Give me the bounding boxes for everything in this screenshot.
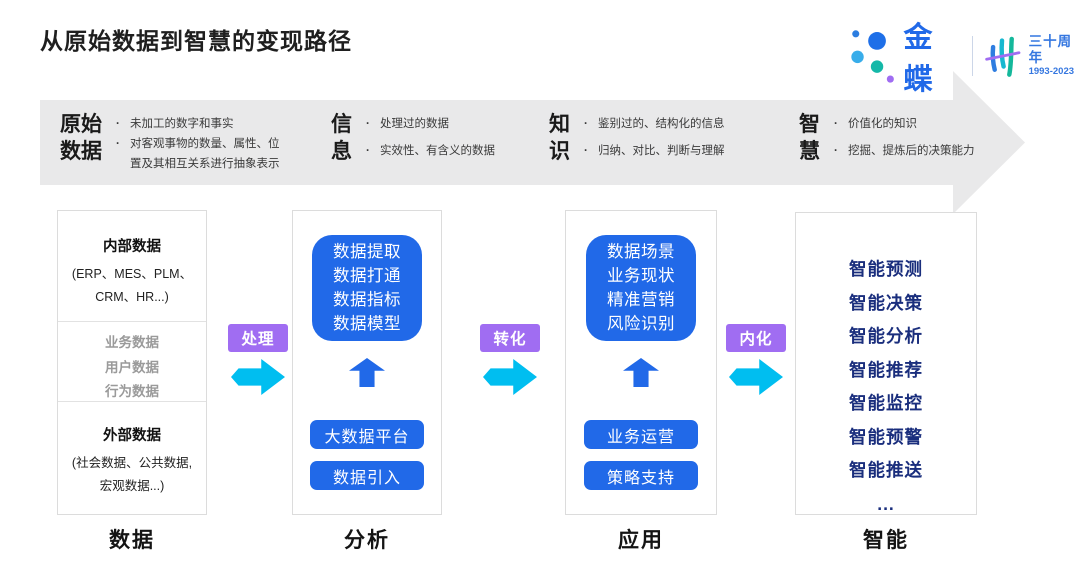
data-column-box: 内部数据 (ERP、MES、PLM、 CRM、HR...) 业务数据 用户数据 … xyxy=(57,210,207,515)
intelligence-item: 智能监控 xyxy=(849,393,923,413)
anniversary-text: 三十周年 1993-2023 xyxy=(1028,34,1075,78)
intelligence-item: 智能推送 xyxy=(849,460,923,480)
data-type-item: 业务数据 xyxy=(105,335,159,350)
internalize-label: 内化 xyxy=(726,324,786,352)
up-arrow-icon xyxy=(623,358,659,387)
bullet-item: ·鉴别过的、结构化的信息 xyxy=(584,118,725,130)
data-type-item: 用户数据 xyxy=(105,359,159,375)
right-arrow-icon xyxy=(483,359,537,395)
external-data-section: 外部数据 (社会数据、公共数据, 宏观数据...) xyxy=(58,401,206,498)
right-arrow-icon xyxy=(231,359,285,395)
big-data-platform-pill: 大数据平台 xyxy=(310,420,424,449)
application-core-item: 业务现状 xyxy=(607,267,675,285)
flow-transform: 转化 xyxy=(479,324,541,395)
footer-label-data: 数据 xyxy=(109,529,155,552)
flow-process: 处理 xyxy=(227,324,289,395)
bullet-item: ·处理过的数据 xyxy=(366,118,449,130)
bullet-item: ·未加工的数字和事实 xyxy=(116,118,234,130)
analysis-core-item: 数据指标 xyxy=(333,291,401,309)
footer-label-intelligence: 智能 xyxy=(863,529,909,552)
stage-raw-data: 原始 数据 ·未加工的数字和事实 ·对客观事物的数量、属性、位置及其相互关系进行… xyxy=(60,111,288,174)
application-core-item: 数据场景 xyxy=(607,243,675,261)
application-column-box: 数据场景 业务现状 精准营销 风险识别 业务运营 策略支持 xyxy=(565,210,717,515)
intelligence-item: 智能预测 xyxy=(849,259,923,279)
analysis-core-item: 数据提取 xyxy=(333,243,401,261)
stage-information: 信 息 ·处理过的数据 ·实效性、有含义的数据 xyxy=(331,111,544,165)
right-arrow-icon xyxy=(729,359,783,395)
stage-knowledge: 知 识 ·鉴别过的、结构化的信息 ·归纳、对比、判断与理解 xyxy=(549,111,780,165)
bullet-item: ·实效性、有含义的数据 xyxy=(366,145,495,157)
data-type-item: 行为数据 xyxy=(105,384,159,399)
kingdee-logo: 金蝶 三十周年 1993-2023 xyxy=(846,14,1080,98)
page-title: 从原始数据到智慧的变现路径 xyxy=(40,28,352,54)
external-data-title: 外部数据 xyxy=(103,428,161,444)
business-operation-pill: 业务运营 xyxy=(584,420,698,449)
intelligence-item: 智能预警 xyxy=(849,426,923,447)
internal-data-section: 内部数据 (ERP、MES、PLM、 CRM、HR...) xyxy=(58,211,206,321)
footer-label-analysis: 分析 xyxy=(344,529,390,552)
intelligence-item: 智能决策 xyxy=(849,292,923,313)
intelligence-item: 智能推荐 xyxy=(849,359,923,380)
kingdee-dots-icon xyxy=(851,30,894,83)
analysis-core-item: 数据模型 xyxy=(333,315,401,333)
strategy-support-pill: 策略支持 xyxy=(584,461,698,490)
logo-divider xyxy=(972,36,974,76)
analysis-core-item: 数据打通 xyxy=(333,267,401,285)
internal-data-systems: (ERP、MES、PLM、 CRM、HR...) xyxy=(71,267,193,304)
application-core-item: 风险识别 xyxy=(607,315,675,333)
stage-wisdom: 智 慧 ·价值化的知识 ·挖掘、提炼后的决策能力 xyxy=(799,111,999,165)
bullet-item: ·对客观事物的数量、属性、位置及其相互关系进行抽象表示 xyxy=(116,138,280,170)
thirty-anniversary-icon xyxy=(985,36,1021,77)
up-arrow-icon xyxy=(349,358,385,387)
footer-label-application: 应用 xyxy=(618,529,664,552)
bullet-item: ·价值化的知识 xyxy=(834,118,917,130)
process-label: 处理 xyxy=(228,324,288,352)
brand-name: 金蝶 xyxy=(903,22,935,96)
data-types-section: 业务数据 用户数据 行为数据 xyxy=(58,321,206,401)
bullet-item: ·挖掘、提炼后的决策能力 xyxy=(834,145,975,157)
intelligence-ellipsis: ... xyxy=(877,493,895,514)
bullet-item: ·归纳、对比、判断与理解 xyxy=(584,145,725,157)
analysis-core-box: 数据提取 数据打通 数据指标 数据模型 xyxy=(312,235,422,341)
flow-internalize: 内化 xyxy=(725,324,787,395)
intelligence-item: 智能分析 xyxy=(849,326,923,346)
application-core-box: 数据场景 业务现状 精准营销 风险识别 xyxy=(586,235,696,341)
data-import-pill: 数据引入 xyxy=(310,461,424,490)
analysis-column-box: 数据提取 数据打通 数据指标 数据模型 大数据平台 数据引入 xyxy=(292,210,442,515)
internal-data-title: 内部数据 xyxy=(103,239,161,255)
intelligence-column-box: 智能预测 智能决策 智能分析 智能推荐 智能监控 智能预警 智能推送 ... xyxy=(795,212,977,515)
transform-label: 转化 xyxy=(480,324,540,352)
external-data-examples: (社会数据、公共数据, 宏观数据...) xyxy=(71,456,193,493)
application-core-item: 精准营销 xyxy=(607,291,675,309)
banner-arrow-shaft xyxy=(40,100,956,185)
